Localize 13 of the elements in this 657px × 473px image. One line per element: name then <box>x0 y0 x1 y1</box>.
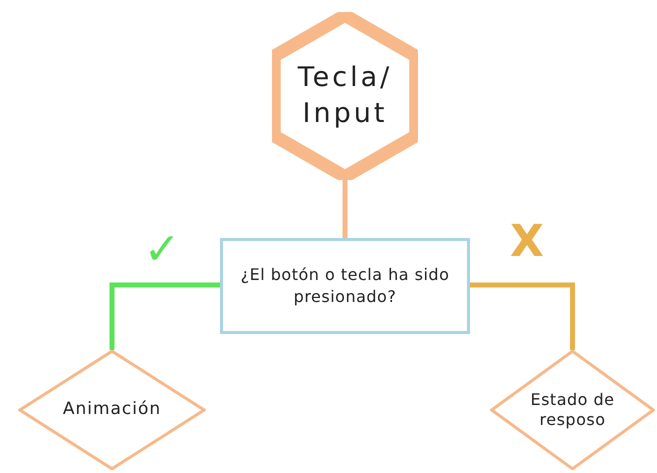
node-text: Estado de resposo <box>529 390 616 430</box>
node-text: Tecla/ Input <box>296 61 394 131</box>
connector-line <box>470 282 575 350</box>
connector-line <box>342 180 348 238</box>
check-mark-label: ✓ <box>144 228 180 272</box>
connector-line <box>110 282 220 350</box>
hexagon-node <box>272 12 418 180</box>
cross-mark-label: X <box>510 220 544 264</box>
decision-diamond <box>18 350 206 470</box>
node-text: Animación <box>62 398 162 422</box>
node-text: ¿El botón o tecla ha sido presionado? <box>240 264 450 308</box>
process-box <box>220 238 470 334</box>
decision-diamond <box>490 350 655 470</box>
